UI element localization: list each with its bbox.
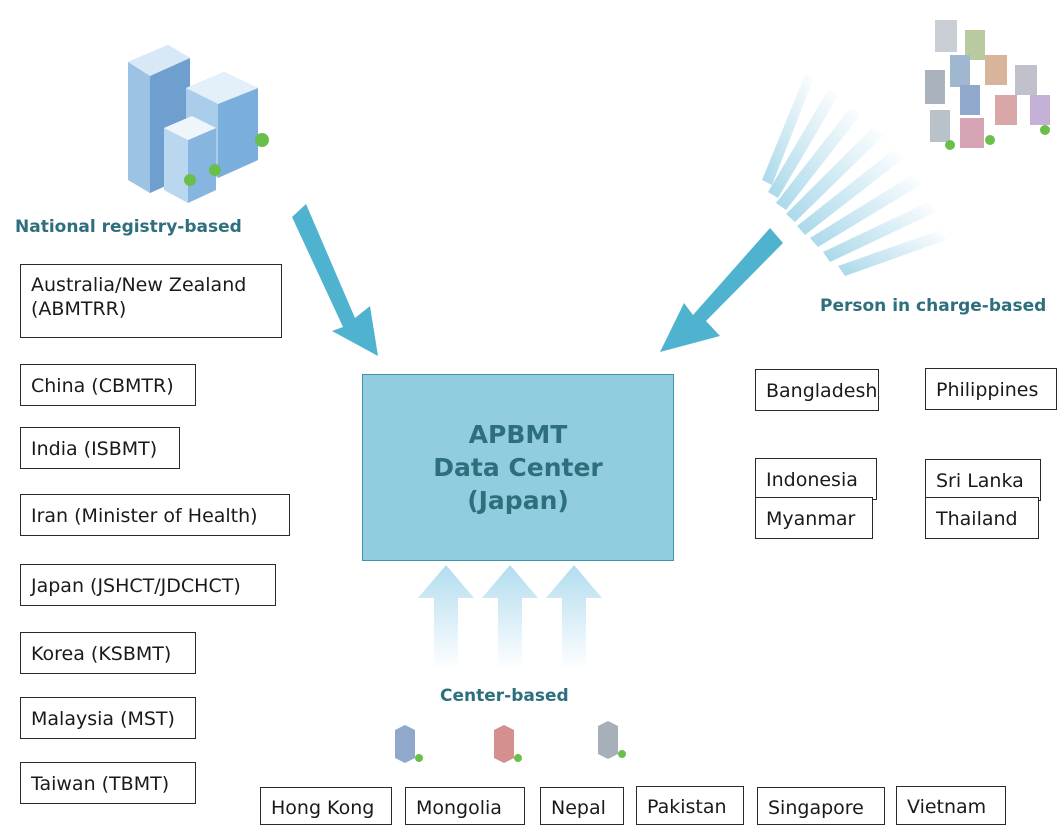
center-country-box: Singapore [757, 787, 885, 825]
data-center-line-2: Data Center [433, 453, 603, 482]
person-country-box: Bangladesh [755, 369, 879, 411]
center-country-box: Hong Kong [260, 787, 392, 825]
center-country-box: Mongolia [405, 787, 525, 825]
building-cluster-icon [925, 20, 1050, 150]
national-registry-heading: National registry-based [15, 217, 242, 237]
small-building-icon [598, 721, 626, 759]
registry-box: Japan (JSHCT/JDCHCT) [20, 564, 276, 606]
registry-box: Taiwan (TBMT) [20, 762, 196, 804]
registry-box: China (CBMTR) [20, 364, 196, 406]
person-country-box: Sri Lanka [925, 459, 1041, 501]
person-country-box: Indonesia [755, 458, 877, 500]
small-building-icon [494, 725, 522, 763]
data-center-line-1: APBMT [468, 420, 568, 449]
office-buildings-icon [128, 45, 269, 203]
registry-label-line-1: Australia/New Zealand [31, 274, 247, 296]
person-country-box: Myanmar [755, 497, 873, 539]
person-rays [762, 75, 946, 276]
center-country-box: Nepal [540, 787, 624, 825]
registry-box: India (ISBMT) [20, 427, 180, 469]
person-country-box: Thailand [925, 497, 1039, 539]
registry-box: Iran (Minister of Health) [20, 494, 290, 536]
person-country-box: Philippines [925, 368, 1057, 410]
national-arrow [292, 204, 378, 356]
registry-label-line-2: (ABMTRR) [31, 298, 127, 320]
registry-box: Malaysia (MST) [20, 697, 196, 739]
registry-box: Korea (KSBMT) [20, 632, 196, 674]
center-based-heading: Center-based [440, 686, 569, 706]
person-arrow [660, 228, 783, 352]
apbmt-data-center-box: APBMT Data Center (Japan) [362, 374, 674, 561]
person-in-charge-heading: Person in charge-based [820, 296, 1047, 316]
center-country-box: Pakistan [636, 786, 744, 825]
small-building-icon [395, 725, 423, 763]
center-arrows [418, 565, 602, 670]
registry-box: Australia/New Zealand (ABMTRR) [20, 264, 282, 338]
center-country-box: Vietnam [896, 786, 1006, 825]
data-center-line-3: (Japan) [467, 486, 569, 515]
